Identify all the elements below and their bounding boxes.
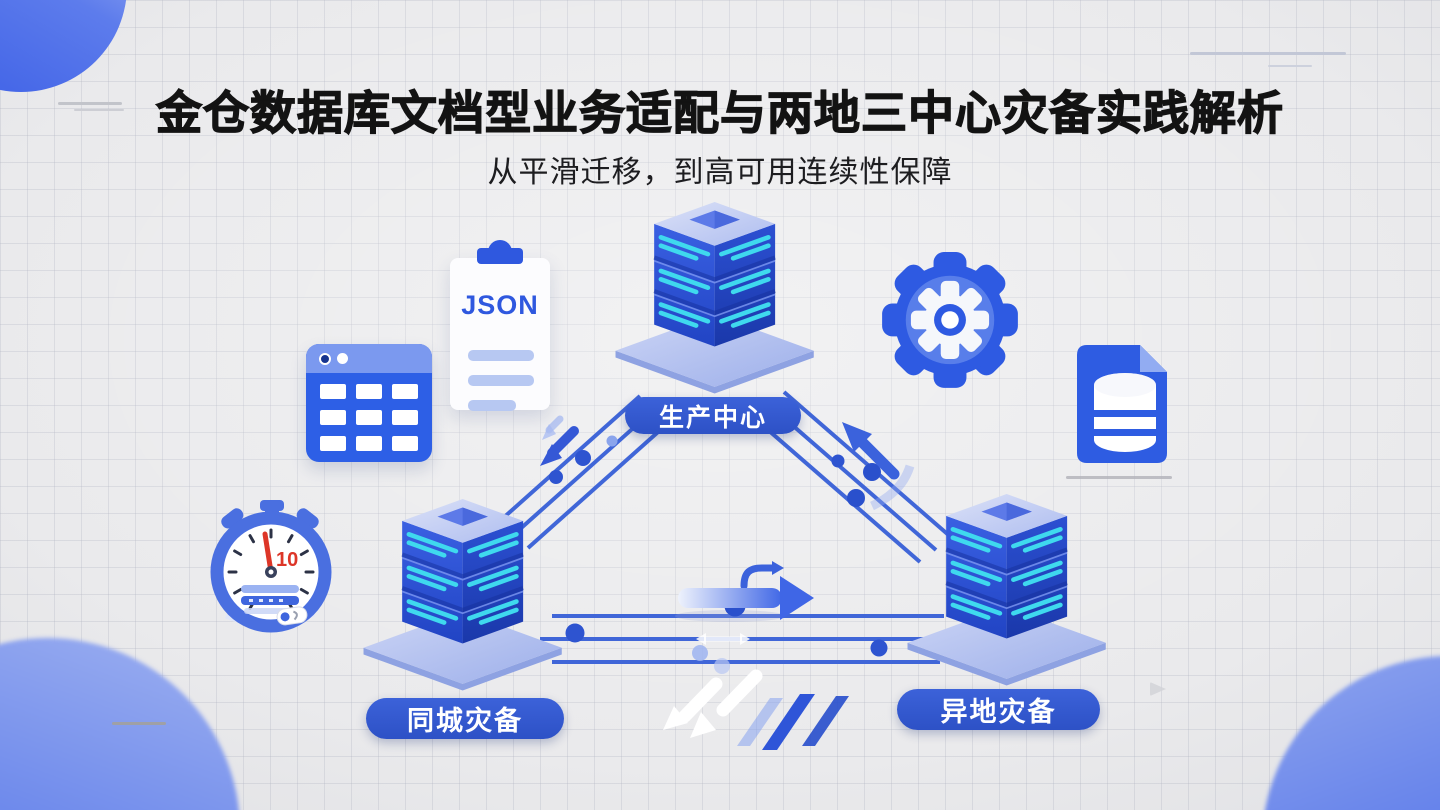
clipboard-clip	[477, 248, 523, 264]
node-label-production-center: 生产中心	[625, 397, 801, 434]
decor-line	[74, 109, 124, 111]
node-label-local-dr: 同城灾备	[366, 698, 564, 739]
page-title: 金仓数据库文档型业务适配与两地三中心灾备实践解析	[155, 86, 1284, 139]
server-tower-local-dr	[364, 499, 562, 691]
decor-line	[112, 722, 166, 725]
table-grid	[320, 384, 418, 451]
watch-badge	[276, 606, 308, 626]
json-label: JSON	[461, 290, 539, 320]
stopwatch-icon: 10	[210, 500, 332, 633]
table-header-bar	[306, 344, 432, 373]
speed-slashes	[663, 669, 849, 750]
decor-line	[58, 102, 122, 105]
window-dot	[337, 353, 348, 364]
page-subtitle: 从平滑迁移，到高可用连续性保障	[487, 156, 953, 189]
decor-arrow-gray	[1150, 682, 1166, 696]
window-dot	[319, 353, 331, 365]
decor-line	[1190, 52, 1346, 55]
node-label-remote-dr: 异地灾备	[897, 689, 1100, 730]
clipboard-body: JSON	[450, 258, 550, 411]
json-clipboard-icon: JSON	[450, 240, 550, 411]
gear-icon	[882, 252, 1018, 388]
connection-dots	[549, 435, 888, 674]
watch-hand	[262, 531, 274, 575]
decor-line	[1268, 65, 1312, 67]
text-line	[468, 375, 534, 386]
flow-arrows	[540, 415, 915, 645]
text-line	[468, 350, 534, 361]
decor-circle-top-left	[0, 0, 127, 92]
decor-circle-bottom-right	[1262, 656, 1440, 810]
decor-line	[1066, 476, 1172, 479]
table-icon	[306, 344, 432, 462]
text-line	[468, 400, 516, 411]
server-tower-production	[616, 202, 814, 394]
watch-value: 10	[276, 549, 298, 571]
database-file-icon	[1077, 345, 1167, 463]
server-tower-remote-dr	[908, 494, 1106, 686]
